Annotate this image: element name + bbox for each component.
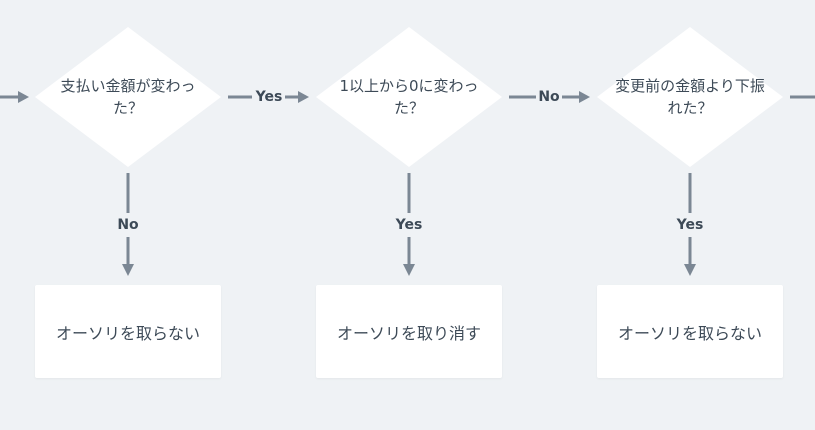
outcome-3-text: オーソリを取らない: [617, 323, 762, 343]
edge-label-d1-d2: Yes: [254, 89, 284, 105]
arrowhead-d2-d3: [579, 91, 590, 103]
arrowhead-d3-down: [684, 264, 696, 276]
edge-label-d1-down: No: [113, 217, 143, 233]
decision-2-text: 1以上から0に変わった？: [339, 77, 479, 117]
arrowhead-d1-down: [122, 264, 134, 276]
edge-label-d3-down: Yes: [673, 217, 707, 233]
edge-label-d2-d3: No: [537, 89, 561, 105]
decision-diamond-2: [316, 27, 502, 167]
decision-1-text: 支払い金額が変わった？: [60, 77, 196, 117]
outcome-box-2: オーソリを取り消す: [316, 285, 502, 378]
decision-diamond-3: [597, 27, 783, 167]
outcome-1-text: オーソリを取らない: [55, 323, 200, 343]
decision-3-text: 変更前の金額より下振れた？: [615, 77, 765, 117]
arrowhead-incoming: [18, 91, 29, 103]
outcome-box-3: オーソリを取らない: [597, 285, 783, 378]
arrowhead-d2-down: [403, 264, 415, 276]
decision-diamond-1: [35, 27, 221, 167]
outcome-box-1: オーソリを取らない: [35, 285, 221, 378]
edge-label-d2-down: Yes: [392, 217, 426, 233]
outcome-2-text: オーソリを取り消す: [336, 323, 481, 343]
arrowhead-d1-d2: [298, 91, 309, 103]
